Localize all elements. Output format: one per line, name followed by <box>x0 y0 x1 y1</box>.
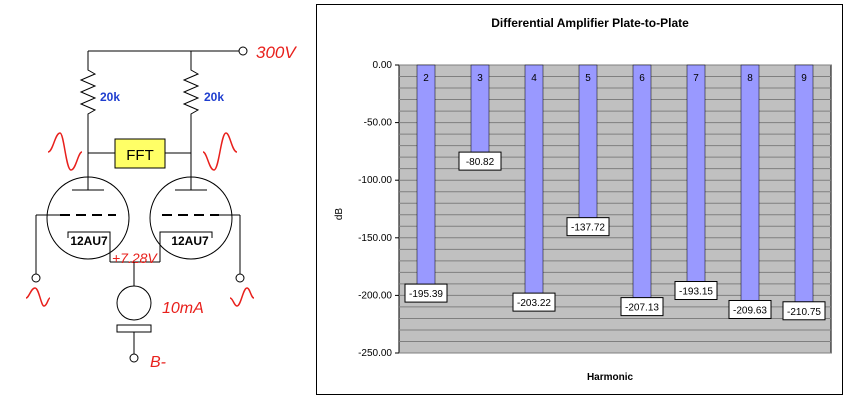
bar <box>416 64 436 291</box>
fft-label: FFT <box>126 147 154 164</box>
tube-left-label: 12AU7 <box>70 234 108 248</box>
tube-left: 12AU7 <box>36 153 130 262</box>
y-axis-label: dB <box>334 208 345 221</box>
bar <box>740 64 760 307</box>
category-label: 8 <box>747 73 753 84</box>
bar <box>524 64 544 300</box>
plate-resistor-right <box>182 51 200 153</box>
category-label: 2 <box>423 73 429 84</box>
data-label-box <box>620 297 664 317</box>
chart-title: Differential Amplifier Plate-to-Plate <box>491 16 689 30</box>
y-tick-label: -250.00 <box>358 348 392 359</box>
y-tick-label: -200.00 <box>358 290 392 301</box>
tube-right-label: 12AU7 <box>171 234 209 248</box>
data-label-box <box>782 301 826 321</box>
current-source-label: 10mA <box>162 300 204 317</box>
y-tick-label: -50.00 <box>364 118 393 129</box>
bar <box>632 64 652 304</box>
data-label-box <box>566 217 610 237</box>
chart-svg: Differential Amplifier Plate-to-Plate dB… <box>334 16 832 383</box>
category-label: 3 <box>477 73 483 84</box>
y-tick-label: -150.00 <box>358 233 392 244</box>
tube-right: 12AU7 <box>149 153 240 262</box>
data-label: -193.15 <box>679 287 713 298</box>
data-label: -80.82 <box>466 157 495 168</box>
input-waveform-right-icon <box>229 287 255 307</box>
supply-label: 300V <box>256 43 297 62</box>
category-label: 9 <box>801 73 807 84</box>
harmonic-chart: Differential Amplifier Plate-to-Plate dB… <box>316 4 843 395</box>
grid-terminal-left <box>31 273 41 283</box>
data-label: -209.63 <box>733 305 767 316</box>
supply-terminal <box>238 46 248 56</box>
data-label: -207.13 <box>625 303 659 314</box>
category-label: 4 <box>531 73 537 84</box>
input-waveform-left-icon <box>25 287 51 307</box>
y-tick-label: 0.00 <box>373 60 393 71</box>
data-label: -137.72 <box>571 223 605 234</box>
resistor-right-label: 20k <box>204 90 224 104</box>
plate-waveform-left-icon <box>47 132 83 171</box>
data-label-box <box>674 281 718 301</box>
grid-terminal-right <box>235 273 245 283</box>
data-label-box <box>512 292 556 312</box>
current-source <box>116 285 152 333</box>
plate-resistor-left <box>79 51 97 153</box>
category-label: 7 <box>693 73 699 84</box>
data-label: -210.75 <box>787 307 821 318</box>
negative-supply-terminal <box>129 353 139 363</box>
y-tick-label: -100.00 <box>358 175 392 186</box>
category-label: 5 <box>585 73 591 84</box>
data-label: -203.22 <box>517 298 551 309</box>
data-label: -195.39 <box>409 289 443 300</box>
fft-box: FFT <box>114 138 166 169</box>
plate-waveform-right-icon <box>202 132 238 171</box>
data-label-box <box>404 283 448 303</box>
resistor-left-label: 20k <box>100 90 120 104</box>
data-label-box <box>458 151 502 171</box>
schematic: 300V 20k 20k FFT 12AU7 <box>25 43 297 371</box>
data-label-box <box>728 299 772 319</box>
x-axis-label: Harmonic <box>587 372 634 383</box>
bar <box>686 64 706 288</box>
cathode-voltage-label: +7.28V <box>112 250 158 266</box>
negative-supply-label: B- <box>150 354 166 371</box>
bar <box>794 64 814 309</box>
bar <box>578 64 598 224</box>
category-label: 6 <box>639 73 645 84</box>
plot-area: 0.00 -50.00 -100.00 -150.00 -200.00 -250.00 2 -… <box>358 60 832 359</box>
